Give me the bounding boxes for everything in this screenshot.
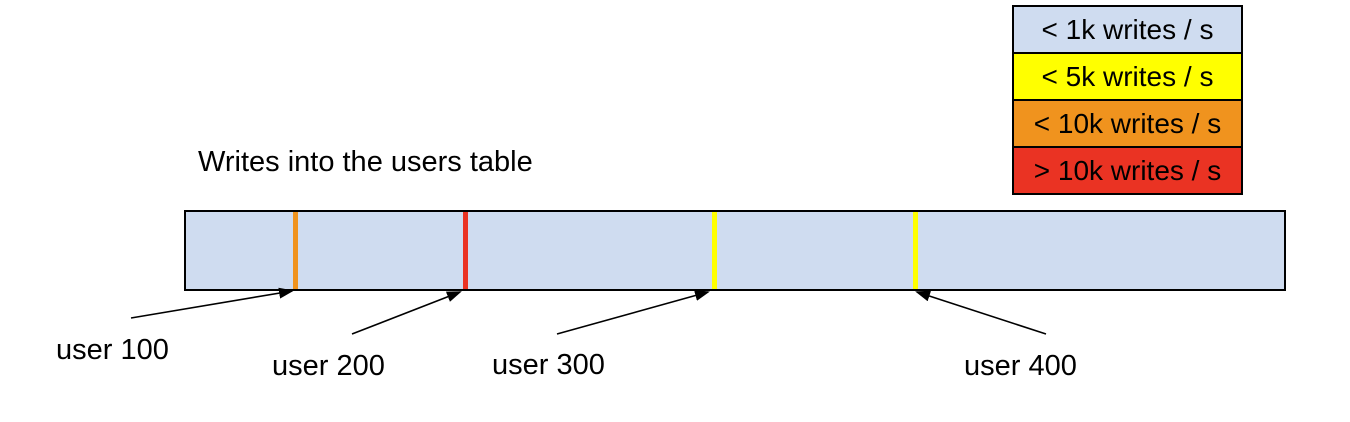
label-user-300: user 300 [492, 349, 605, 381]
legend-item-lt-5k: < 5k writes / s [1012, 52, 1243, 101]
diagram-title: Writes into the users table [198, 146, 533, 178]
legend-item-label: < 10k writes / s [1033, 107, 1222, 139]
stripe-user-400 [913, 212, 918, 289]
legend-item-label: < 5k writes / s [1041, 60, 1214, 92]
legend-item-label: > 10k writes / s [1033, 154, 1222, 186]
arrow-user-300 [556, 290, 710, 335]
legend: < 1k writes / s < 5k writes / s < 10k wr… [1012, 5, 1243, 195]
arrow-user-400 [915, 290, 1047, 335]
users-table-bar [184, 210, 1286, 291]
arrow-user-200 [351, 291, 462, 335]
arrow-user-100 [130, 287, 294, 319]
stripe-user-300 [712, 212, 717, 289]
legend-item-gt-10k: > 10k writes / s [1012, 146, 1243, 195]
legend-item-label: < 1k writes / s [1041, 13, 1214, 45]
label-user-400: user 400 [964, 350, 1077, 382]
legend-item-lt-1k: < 1k writes / s [1012, 5, 1243, 54]
stripe-user-100 [293, 212, 298, 289]
label-user-100: user 100 [56, 334, 169, 366]
stripe-user-200 [463, 212, 468, 289]
legend-item-lt-10k: < 10k writes / s [1012, 99, 1243, 148]
label-user-200: user 200 [272, 350, 385, 382]
